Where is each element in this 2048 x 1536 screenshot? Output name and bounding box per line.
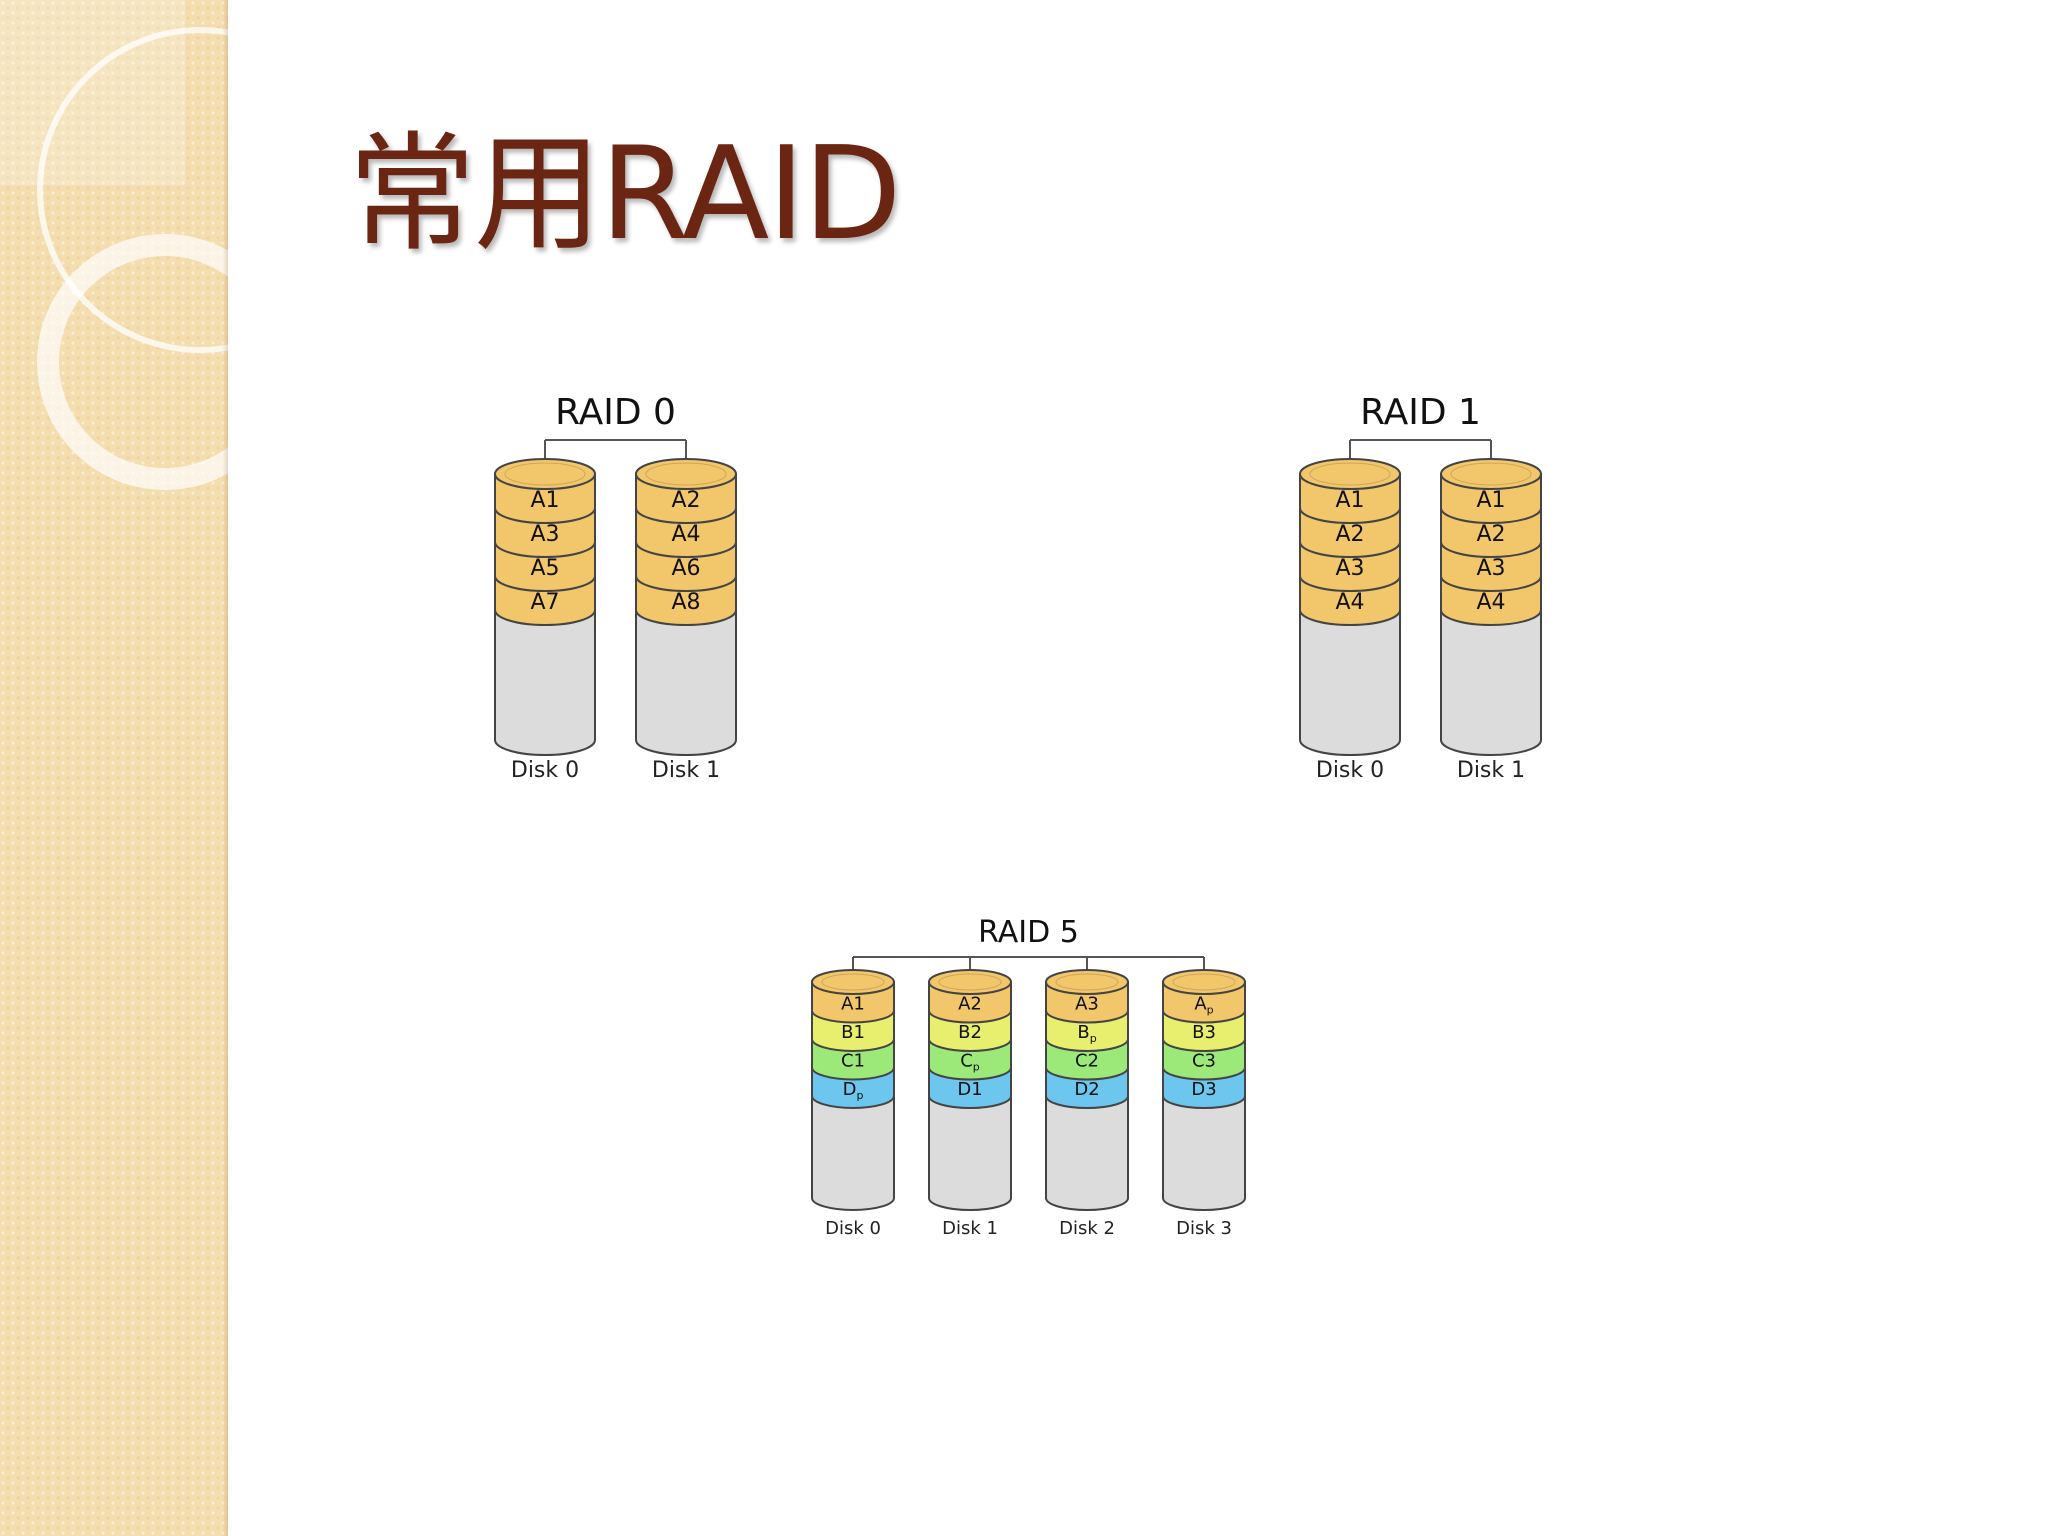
block-label: A6 <box>671 556 700 581</box>
block-label: B3 <box>1192 1022 1216 1043</box>
raid0-title: RAID 0 <box>555 392 676 433</box>
disk-top-highlight <box>938 973 1002 991</box>
decor-square <box>0 0 185 185</box>
disk-label: Disk 1 <box>652 758 720 783</box>
slide-title: 常用RAID <box>348 120 902 269</box>
sidebar-shade <box>222 0 228 1536</box>
disk-body <box>1162 1095 1246 1211</box>
disk-label: Disk 3 <box>1176 1218 1232 1239</box>
disk-top-highlight <box>645 462 727 486</box>
disk-body <box>811 1095 895 1211</box>
disk-top-highlight <box>504 462 586 486</box>
block-label: A8 <box>671 590 700 615</box>
block-label: A1 <box>841 993 865 1014</box>
disk-body <box>1045 1095 1129 1211</box>
disk-body <box>494 609 596 756</box>
parity-subscript: p <box>856 1089 863 1102</box>
block-label: B1 <box>841 1022 865 1043</box>
disk-label: Disk 1 <box>1457 758 1525 783</box>
disk-label: Disk 1 <box>942 1218 998 1239</box>
block-label: A2 <box>958 993 982 1014</box>
block-label: A2 <box>1476 522 1505 547</box>
block-label: A2 <box>671 488 700 513</box>
disk-body <box>928 1095 1012 1211</box>
disk-top-highlight <box>821 973 885 991</box>
parity-subscript: p <box>1207 1003 1214 1016</box>
disk-top-highlight <box>1172 973 1236 991</box>
parity-subscript: p <box>973 1060 980 1073</box>
block-label: A2 <box>1335 522 1364 547</box>
block-label: A4 <box>671 522 700 547</box>
disk-body <box>1440 609 1542 756</box>
raid5-title: RAID 5 <box>978 915 1079 950</box>
sidebar-decoration <box>0 0 228 1536</box>
decor-ring-thick <box>37 234 228 490</box>
block-label: A3 <box>1335 556 1364 581</box>
block-label: A1 <box>1335 488 1364 513</box>
disk-top-cap <box>1299 458 1401 490</box>
disk-body <box>635 609 737 756</box>
block-label: A1 <box>1476 488 1505 513</box>
disk-label: Disk 0 <box>511 758 579 783</box>
block-label: C1 <box>841 1050 865 1071</box>
raid1-title: RAID 1 <box>1360 392 1481 433</box>
block-label: D3 <box>1191 1079 1216 1100</box>
decor-ring-large <box>37 27 228 353</box>
disk-top-cap <box>635 458 737 490</box>
disk-top-highlight <box>1450 462 1532 486</box>
block-label: A4 <box>1476 590 1505 615</box>
block-label: D2 <box>1074 1079 1099 1100</box>
disk-top-highlight <box>1309 462 1391 486</box>
decorative-rings <box>0 0 228 490</box>
block-label: A3 <box>1476 556 1505 581</box>
block-label: A4 <box>1335 590 1364 615</box>
disk-top-highlight <box>1055 973 1119 991</box>
block-label: B2 <box>958 1022 982 1043</box>
disk-top-cap <box>1440 458 1542 490</box>
parity-subscript: p <box>1090 1032 1097 1045</box>
block-label: A3 <box>530 522 559 547</box>
disk-label: Disk 0 <box>825 1218 881 1239</box>
disk-top-cap <box>494 458 596 490</box>
block-label: A7 <box>530 590 559 615</box>
block-label: D1 <box>957 1079 982 1100</box>
disk-body <box>1299 609 1401 756</box>
block-label: C3 <box>1192 1050 1216 1071</box>
disk-label: Disk 2 <box>1059 1218 1115 1239</box>
block-label: A3 <box>1075 993 1099 1014</box>
disk-label: Disk 0 <box>1316 758 1384 783</box>
block-label: A5 <box>530 556 559 581</box>
block-label: A1 <box>530 488 559 513</box>
block-label: C2 <box>1075 1050 1099 1071</box>
